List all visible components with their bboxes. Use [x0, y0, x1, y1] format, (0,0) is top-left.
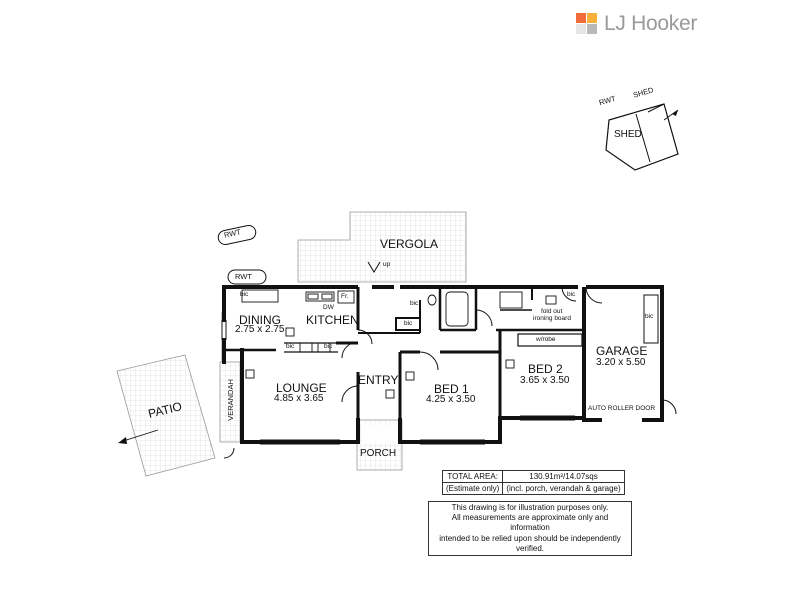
wardrobe-label: w/robe	[536, 336, 556, 343]
bed1-size: 4.25 x 3.50	[426, 394, 476, 405]
bic-label: bic	[410, 300, 419, 307]
bed2-size: 3.65 x 3.50	[520, 375, 570, 386]
brand-logo: LJ Hooker	[576, 10, 697, 38]
garage-size: 3.20 x 5.50	[596, 357, 646, 368]
area-label: TOTAL AREA:	[441, 470, 504, 483]
exterior-walls	[222, 285, 664, 444]
bic-label: bic	[324, 343, 333, 350]
porch-area	[356, 419, 403, 471]
ironing-board-label: ironing board	[533, 315, 571, 322]
rwt-tank-label-2: RWT	[235, 272, 252, 281]
auto-door-label: AUTO ROLLER DOOR	[588, 405, 656, 412]
area-note: (Estimate only)	[441, 482, 504, 495]
fold-out-label: fold out	[541, 308, 563, 315]
rwt-tanks	[217, 225, 267, 285]
disclaimer-box: This drawing is for illustration purpose…	[428, 501, 632, 557]
bic-label: bic	[286, 343, 295, 350]
interior-walls	[224, 287, 659, 420]
logo-mark-icon	[576, 13, 598, 35]
dining-label: DINING	[239, 313, 281, 327]
bed2-label: BED 2	[528, 362, 563, 376]
verandah-label: VERANDAH	[226, 379, 236, 421]
vergola-label: VERGOLA	[380, 237, 439, 251]
shed-outline	[605, 103, 679, 171]
bic-label: bic	[645, 313, 654, 320]
stairs-up-label: up	[383, 261, 391, 268]
lounge-size: 4.85 x 3.65	[274, 393, 324, 404]
fixtures	[241, 289, 557, 399]
dining-size: 2.75 x 2.75	[235, 324, 285, 335]
disclaimer-line: All measurements are approximate only an…	[451, 513, 609, 533]
area-value: 130.91m²/14.07sqs	[502, 470, 625, 483]
brand-name: LJ Hooker	[604, 12, 698, 35]
entry-label: ENTRY	[358, 373, 399, 387]
area-includes: (incl. porch, verandah & garage)	[502, 482, 625, 495]
doors	[223, 261, 677, 459]
lounge-label: LOUNGE	[276, 381, 327, 395]
windows	[221, 320, 575, 445]
kitchen-label: KITCHEN	[306, 313, 359, 327]
disclaimer-line: intended to be relied upon should be ind…	[439, 533, 621, 553]
vergola-area	[297, 211, 467, 283]
bic-label: bic	[404, 320, 413, 327]
bic-label: bic	[240, 291, 249, 298]
area-table: TOTAL AREA: 130.91m²/14.07sqs (Estimate …	[441, 470, 625, 495]
fridge-label: Fr.	[341, 293, 349, 300]
bed1-label: BED 1	[434, 382, 469, 396]
disclaimer-line: This drawing is for illustration purpose…	[451, 503, 609, 512]
bic-label: bic	[567, 291, 576, 298]
dishwasher-label: DW	[323, 304, 334, 311]
porch-label: PORCH	[360, 448, 397, 459]
shed-label: SHED	[614, 129, 642, 140]
garage-label: GARAGE	[596, 344, 648, 358]
patio-area	[116, 354, 216, 477]
